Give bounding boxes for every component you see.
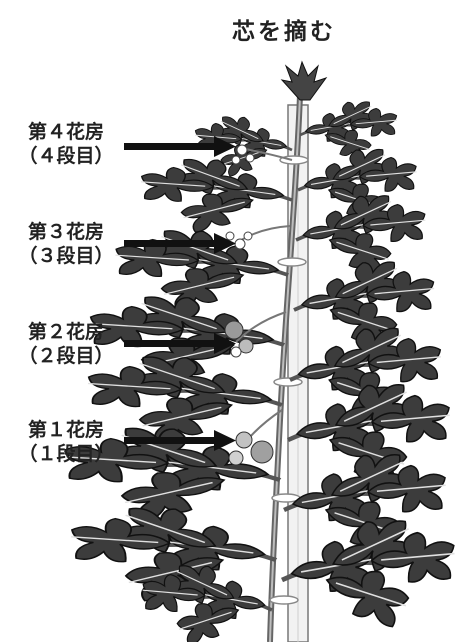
pointer-arrows <box>124 136 236 451</box>
arrow-cluster-1 <box>124 430 236 451</box>
fruit-cluster-1 <box>228 409 283 466</box>
arrow-cluster-3 <box>124 233 236 254</box>
diagram-title: 芯を摘む <box>232 19 336 45</box>
cluster-name: 第１花房 <box>27 419 104 441</box>
fruit-cluster-2 <box>224 311 287 358</box>
arrow-cluster-4 <box>124 136 236 157</box>
cluster-stage: （３段目） <box>18 245 114 267</box>
arrow-cluster-2 <box>124 333 236 354</box>
label-cluster-1: 第１花房 （１段目） <box>10 418 122 466</box>
leaves-left <box>62 109 292 642</box>
label-cluster-3: 第３花房 （３段目） <box>10 220 122 268</box>
label-cluster-2: 第２花房 （２段目） <box>10 320 122 368</box>
cluster-stage: （４段目） <box>18 145 114 167</box>
cluster-stage: （２段目） <box>18 345 114 367</box>
label-cluster-4: 第４花房 （４段目） <box>10 120 122 168</box>
growing-tip <box>280 60 328 101</box>
cluster-name: 第４花房 <box>27 121 104 143</box>
cluster-name: 第３花房 <box>27 221 104 243</box>
flower-cluster-3 <box>225 225 291 250</box>
flower-cluster-4 <box>231 144 293 165</box>
cluster-name: 第２花房 <box>27 321 104 343</box>
cluster-stage: （１段目） <box>18 443 114 465</box>
